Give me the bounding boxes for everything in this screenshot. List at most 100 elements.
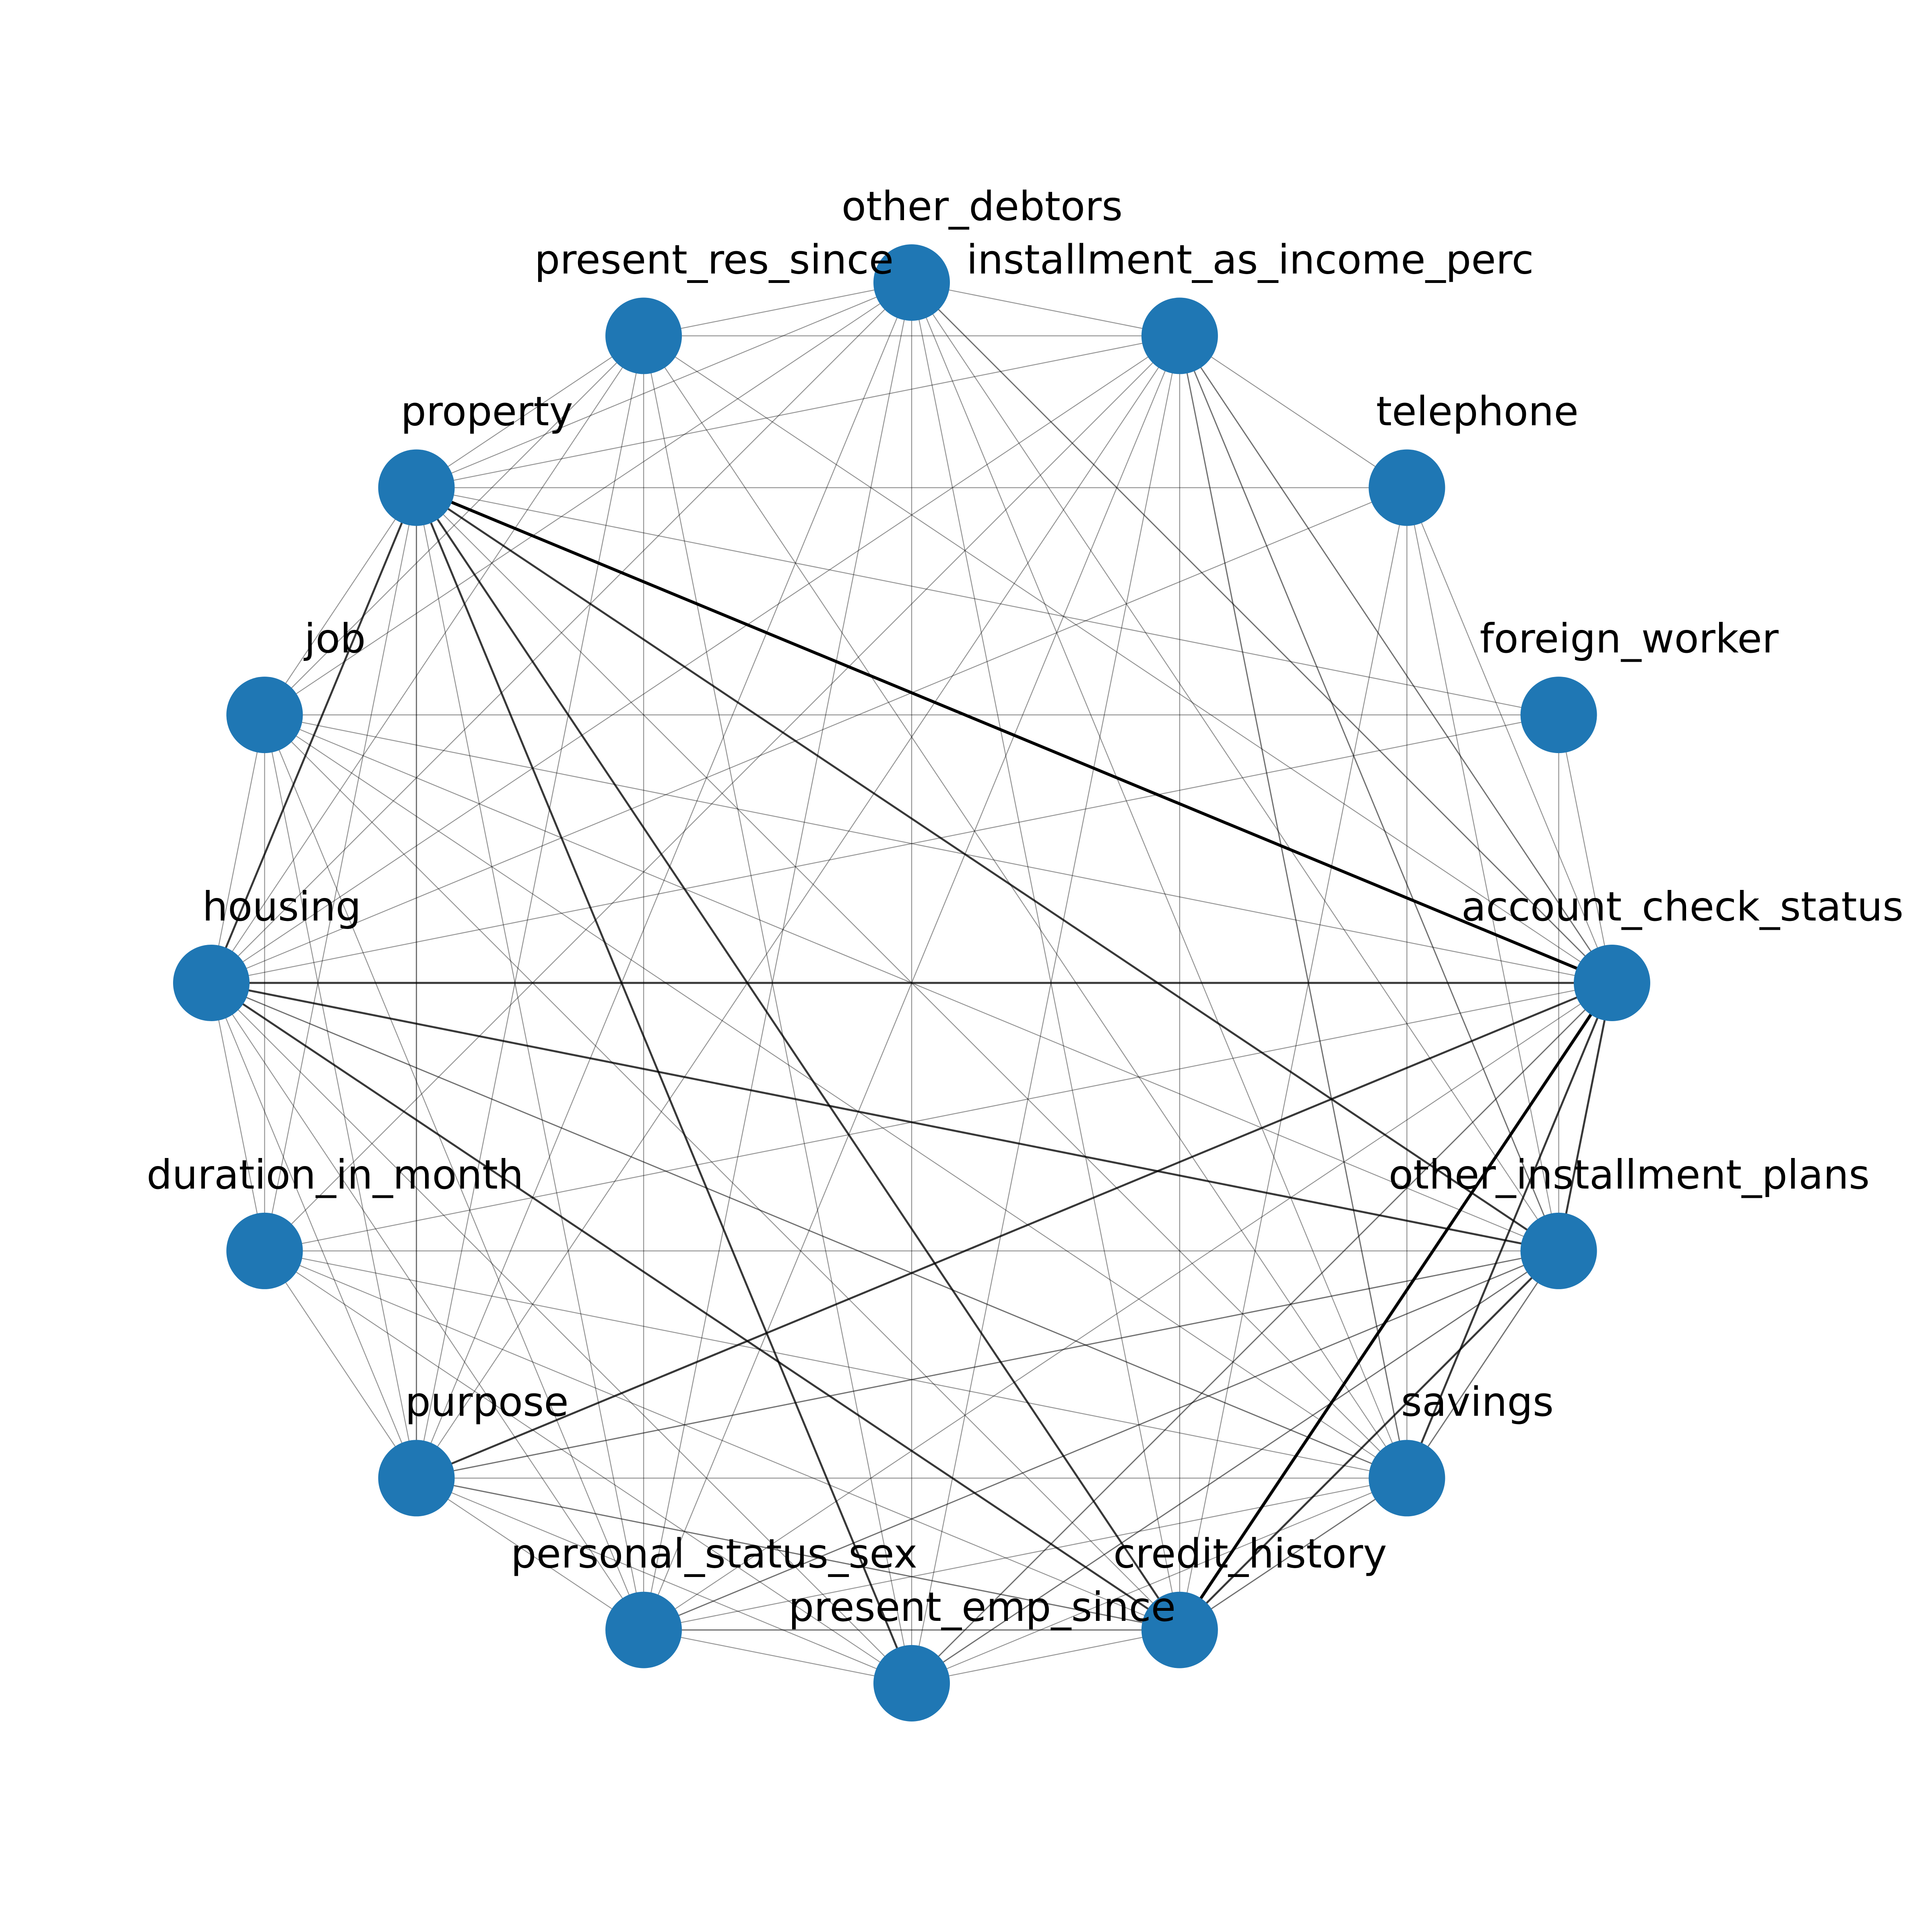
node-label-personal_status_sex: personal_status_sex [511,1530,917,1577]
edge-purpose-other_installment_plans [416,1250,1559,1479]
edge-other_installment_plans-property [416,487,1559,1252]
node-label-present_emp_since: present_emp_since [788,1583,1176,1631]
edge-personal_status_sex-savings [643,1478,1407,1631]
labels-layer: account_check_statusforeign_workerteleph… [147,183,1903,1631]
node-label-other_installment_plans: other_installment_plans [1389,1151,1870,1198]
edge-purpose-installment_as_income_perc [416,335,1180,1479]
node-label-present_res_since: present_res_since [535,236,894,283]
edge-housing-property [210,487,417,983]
node-housing [173,945,250,1021]
edge-telephone-other_installment_plans [1406,487,1559,1251]
edge-present_emp_since-savings [911,1478,1407,1684]
edge-housing-installment_as_income_perc [211,335,1180,983]
node-label-housing: housing [202,883,361,930]
edge-credit_history-other_debtors [911,282,1180,1630]
node-other_debtors [873,244,950,321]
edge-savings-other_debtors [911,282,1408,1478]
edge-job-other_debtors [264,282,912,716]
node-label-savings: savings [1401,1378,1554,1425]
node-label-purpose: purpose [405,1378,568,1425]
edge-personal_status_sex-account_check_status [643,983,1612,1631]
edge-property-account_check_status [416,486,1613,985]
edge-savings-duration_in_month [264,1250,1407,1479]
node-telephone [1368,449,1445,526]
edge-personal_status_sex-present_emp_since [643,1629,912,1684]
edge-savings-present_res_since [643,335,1408,1479]
edge-property-present_res_since [416,335,644,488]
node-savings [1368,1440,1445,1517]
node-label-other_debtors: other_debtors [842,183,1123,230]
edge-other_installment_plans-installment_as_income_perc [1179,335,1559,1251]
edge-duration_in_month-property [264,487,417,1251]
edge-personal_status_sex-job [264,714,644,1631]
edge-account_check_status-duration_in_month [264,982,1612,1251]
edge-credit_history-telephone [1179,487,1408,1630]
edge-other_debtors-personal_status_sex [643,282,912,1630]
edge-property-other_debtors [416,282,912,488]
edges-layer [210,282,1614,1684]
edge-account_check_status-present_res_since [643,335,1612,983]
node-purpose [378,1440,455,1517]
edge-foreign_worker-account_check_status [1558,714,1613,983]
node-credit_history [1141,1591,1218,1668]
edge-present_emp_since-housing [211,983,912,1684]
edge-savings-other_installment_plans [1406,1251,1559,1479]
node-duration_in_month [226,1212,303,1289]
node-label-installment_as_income_perc: installment_as_income_perc [966,236,1534,283]
node-job [226,677,303,753]
edge-installment_as_income_perc-personal_status_sex [643,335,1180,1631]
edge-housing-savings [211,982,1407,1479]
edge-personal_status_sex-property [416,487,644,1630]
edge-present_emp_since-other_installment_plans [911,1250,1559,1684]
edge-job-present_res_since [264,335,644,715]
edge-other_installment_plans-account_check_status [1558,983,1613,1251]
node-label-property: property [401,388,573,435]
edge-present_emp_since-purpose [416,1478,912,1684]
node-installment_as_income_perc [1141,297,1218,374]
node-label-job: job [303,615,365,662]
edge-other_debtors-other_installment_plans [911,282,1559,1251]
edge-account_check_status-installment_as_income_perc [1179,335,1613,983]
node-label-foreign_worker: foreign_worker [1480,615,1779,662]
edge-duration_in_month-present_emp_since [264,1250,912,1684]
edge-housing-foreign_worker [211,714,1559,984]
edge-housing-telephone [211,487,1407,984]
edge-present_res_since-other_debtors [643,282,912,336]
edge-personal_status_sex-other_installment_plans [643,1250,1559,1631]
edge-purpose-account_check_status [416,982,1612,1479]
node-label-telephone: telephone [1376,388,1579,435]
edge-housing-job [211,714,265,983]
edge-purpose-housing [211,983,417,1478]
edge-present_emp_since-property [415,487,913,1684]
edge-purpose-other_debtors [416,282,912,1478]
edge-credit_history-purpose [416,1477,1180,1631]
edge-savings-property [416,487,1408,1479]
edge-installment_as_income_perc-telephone [1179,335,1408,488]
edge-housing-other_installment_plans [211,982,1559,1252]
edge-present_emp_since-credit_history [911,1629,1180,1684]
node-personal_status_sex [605,1591,682,1668]
edge-installment_as_income_perc-present_emp_since [911,336,1180,1684]
edge-account_check_status-other_debtors [911,282,1613,984]
node-other_installment_plans [1520,1212,1597,1289]
node-present_res_since [605,297,682,374]
edge-credit_history-savings [1179,1478,1408,1631]
edge-duration_in_month-installment_as_income_perc [264,335,1180,1251]
edge-job-credit_history [264,714,1180,1631]
edge-other_installment_plans-job [264,714,1559,1251]
edge-purpose-job [264,714,417,1478]
edge-personal_status_sex-housing [211,983,644,1631]
edge-job-property [264,487,417,715]
edge-housing-other_debtors [211,282,912,983]
edge-account_check_status-job [264,714,1612,984]
edge-credit_history-property [415,487,1181,1631]
node-foreign_worker [1520,677,1597,753]
node-account_check_status [1574,945,1650,1021]
edge-purpose-present_res_since [416,336,644,1478]
edge-telephone-account_check_status [1406,487,1613,983]
node-present_emp_since [873,1645,950,1721]
edge-present_res_since-present_emp_since [643,336,912,1684]
node-label-credit_history: credit_history [1113,1530,1387,1577]
edge-present_emp_since-account_check_status [911,982,1613,1684]
edge-housing-present_res_since [211,335,644,983]
